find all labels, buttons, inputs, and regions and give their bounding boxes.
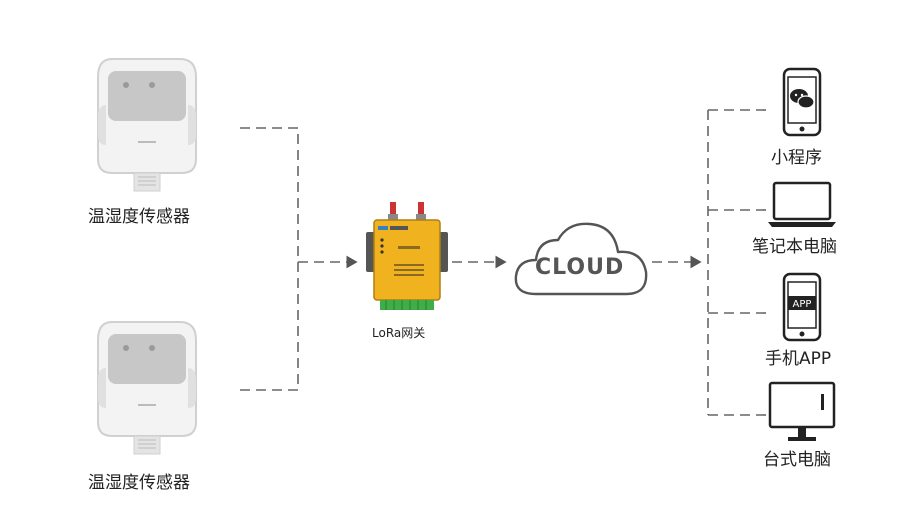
client-label: 笔记本电脑 [752, 237, 837, 257]
cloud-icon [514, 222, 648, 296]
temperature-humidity-sensor-icon [97, 321, 197, 455]
app-screen-text: APP [793, 299, 812, 310]
client-label: 台式电脑 [763, 450, 831, 470]
sensor-label: 温湿度传感器 [88, 473, 190, 493]
sensor1-connector [240, 127, 299, 262]
smartphone-wechat-icon [782, 67, 822, 137]
client-label: 小程序 [771, 148, 822, 168]
sensor2-connector [240, 262, 299, 391]
lora-gateway-icon [366, 202, 448, 310]
sensor-label: 温湿度传感器 [88, 207, 190, 227]
smartphone-app-icon: APP [782, 272, 822, 342]
gateway-label: LoRa网关 [372, 326, 426, 340]
temperature-humidity-sensor-icon [97, 58, 197, 192]
desktop-monitor-icon [768, 381, 836, 441]
cloud-label: CLOUD [535, 255, 625, 280]
laptop-icon [768, 181, 836, 227]
client-label: 手机APP [765, 349, 832, 369]
